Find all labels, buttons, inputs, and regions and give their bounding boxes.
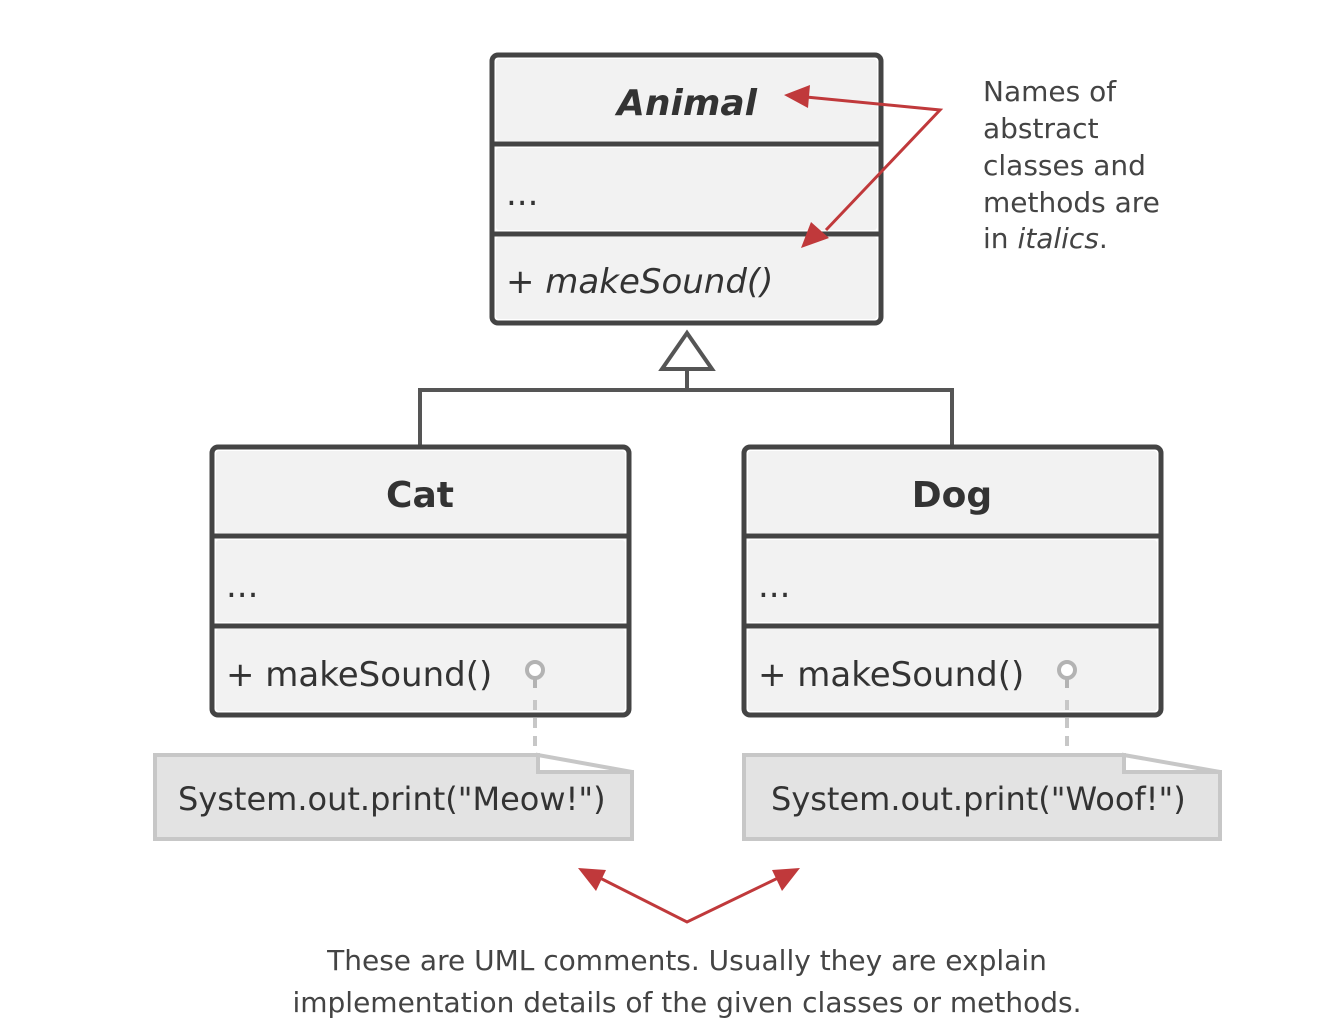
uml-comments-callout-line-1: These are UML comments. Usually they are…	[326, 944, 1047, 977]
class-animal-name: Animal	[614, 83, 758, 124]
class-dog-name: Dog	[912, 475, 992, 516]
class-dog-fields: ...	[758, 566, 790, 606]
abstract-callout-line-1: Names of	[983, 75, 1117, 108]
class-cat-fields: ...	[226, 566, 258, 606]
class-cat-method: + makeSound()	[226, 655, 492, 695]
class-animal-method: + makeSound()	[506, 262, 773, 302]
cat-comment-text: System.out.print("Meow!")	[178, 780, 606, 818]
abstract-callout-line-5-suffix: .	[1099, 222, 1108, 255]
abstract-callout-line-5-prefix: in	[983, 222, 1017, 255]
class-animal-fields-compartment	[496, 148, 877, 230]
uml-comments-callout-arrowhead	[578, 868, 606, 891]
class-cat-name: Cat	[386, 475, 454, 516]
uml-comments-callout-line	[599, 876, 779, 924]
class-animal-fields: ...	[506, 174, 538, 214]
class-cat-methods-compartment	[216, 629, 625, 711]
class-animal-methods-compartment	[496, 237, 877, 319]
class-animal-name-compartment	[496, 59, 877, 141]
class-cat-fields-compartment	[216, 540, 625, 622]
abstract-callout-text: Names of abstract classes and methods ar…	[983, 75, 1169, 255]
cat-comment-note[interactable]: System.out.print("Meow!")	[153, 660, 634, 841]
class-cat-name-compartment	[216, 451, 625, 533]
abstract-callout-line	[805, 95, 944, 232]
class-animal[interactable]: Animal ... + makeSound()	[489, 52, 884, 326]
class-dog-methods-compartment	[748, 629, 1157, 711]
abstract-callout-line-4: methods are	[983, 186, 1160, 219]
abstract-callout-arrowhead	[801, 222, 829, 248]
cat-comment-anchor-icon	[525, 660, 545, 680]
dog-comment-text: System.out.print("Woof!")	[771, 780, 1186, 818]
abstract-callout: Names of abstract classes and methods ar…	[784, 75, 1169, 255]
class-dog[interactable]: Dog ... + makeSound()	[741, 444, 1164, 718]
uml-comments-callout-line-2: implementation details of the given clas…	[292, 986, 1081, 1019]
uml-comments-callout-arrowhead	[772, 868, 800, 891]
abstract-callout-arrowhead	[784, 85, 810, 108]
class-dog-method: + makeSound()	[758, 655, 1024, 695]
dog-comment-note[interactable]: System.out.print("Woof!")	[742, 660, 1222, 841]
cat-comment-fold	[536, 752, 633, 774]
abstract-callout-line-3: classes and	[983, 149, 1146, 182]
dog-comment-fold	[1122, 752, 1221, 774]
dog-comment-anchor-icon	[1057, 660, 1077, 680]
abstract-callout-line-5-italic: italics	[1017, 222, 1098, 255]
class-dog-fields-compartment	[748, 540, 1157, 622]
inheritance-arrow-triangle	[658, 329, 716, 371]
class-dog-name-compartment	[748, 451, 1157, 533]
inheritance-connector	[418, 329, 954, 448]
class-cat[interactable]: Cat ... + makeSound()	[209, 444, 632, 718]
uml-comments-callout: These are UML comments. Usually they are…	[292, 868, 1082, 1019]
abstract-callout-line-2: abstract	[983, 112, 1099, 145]
